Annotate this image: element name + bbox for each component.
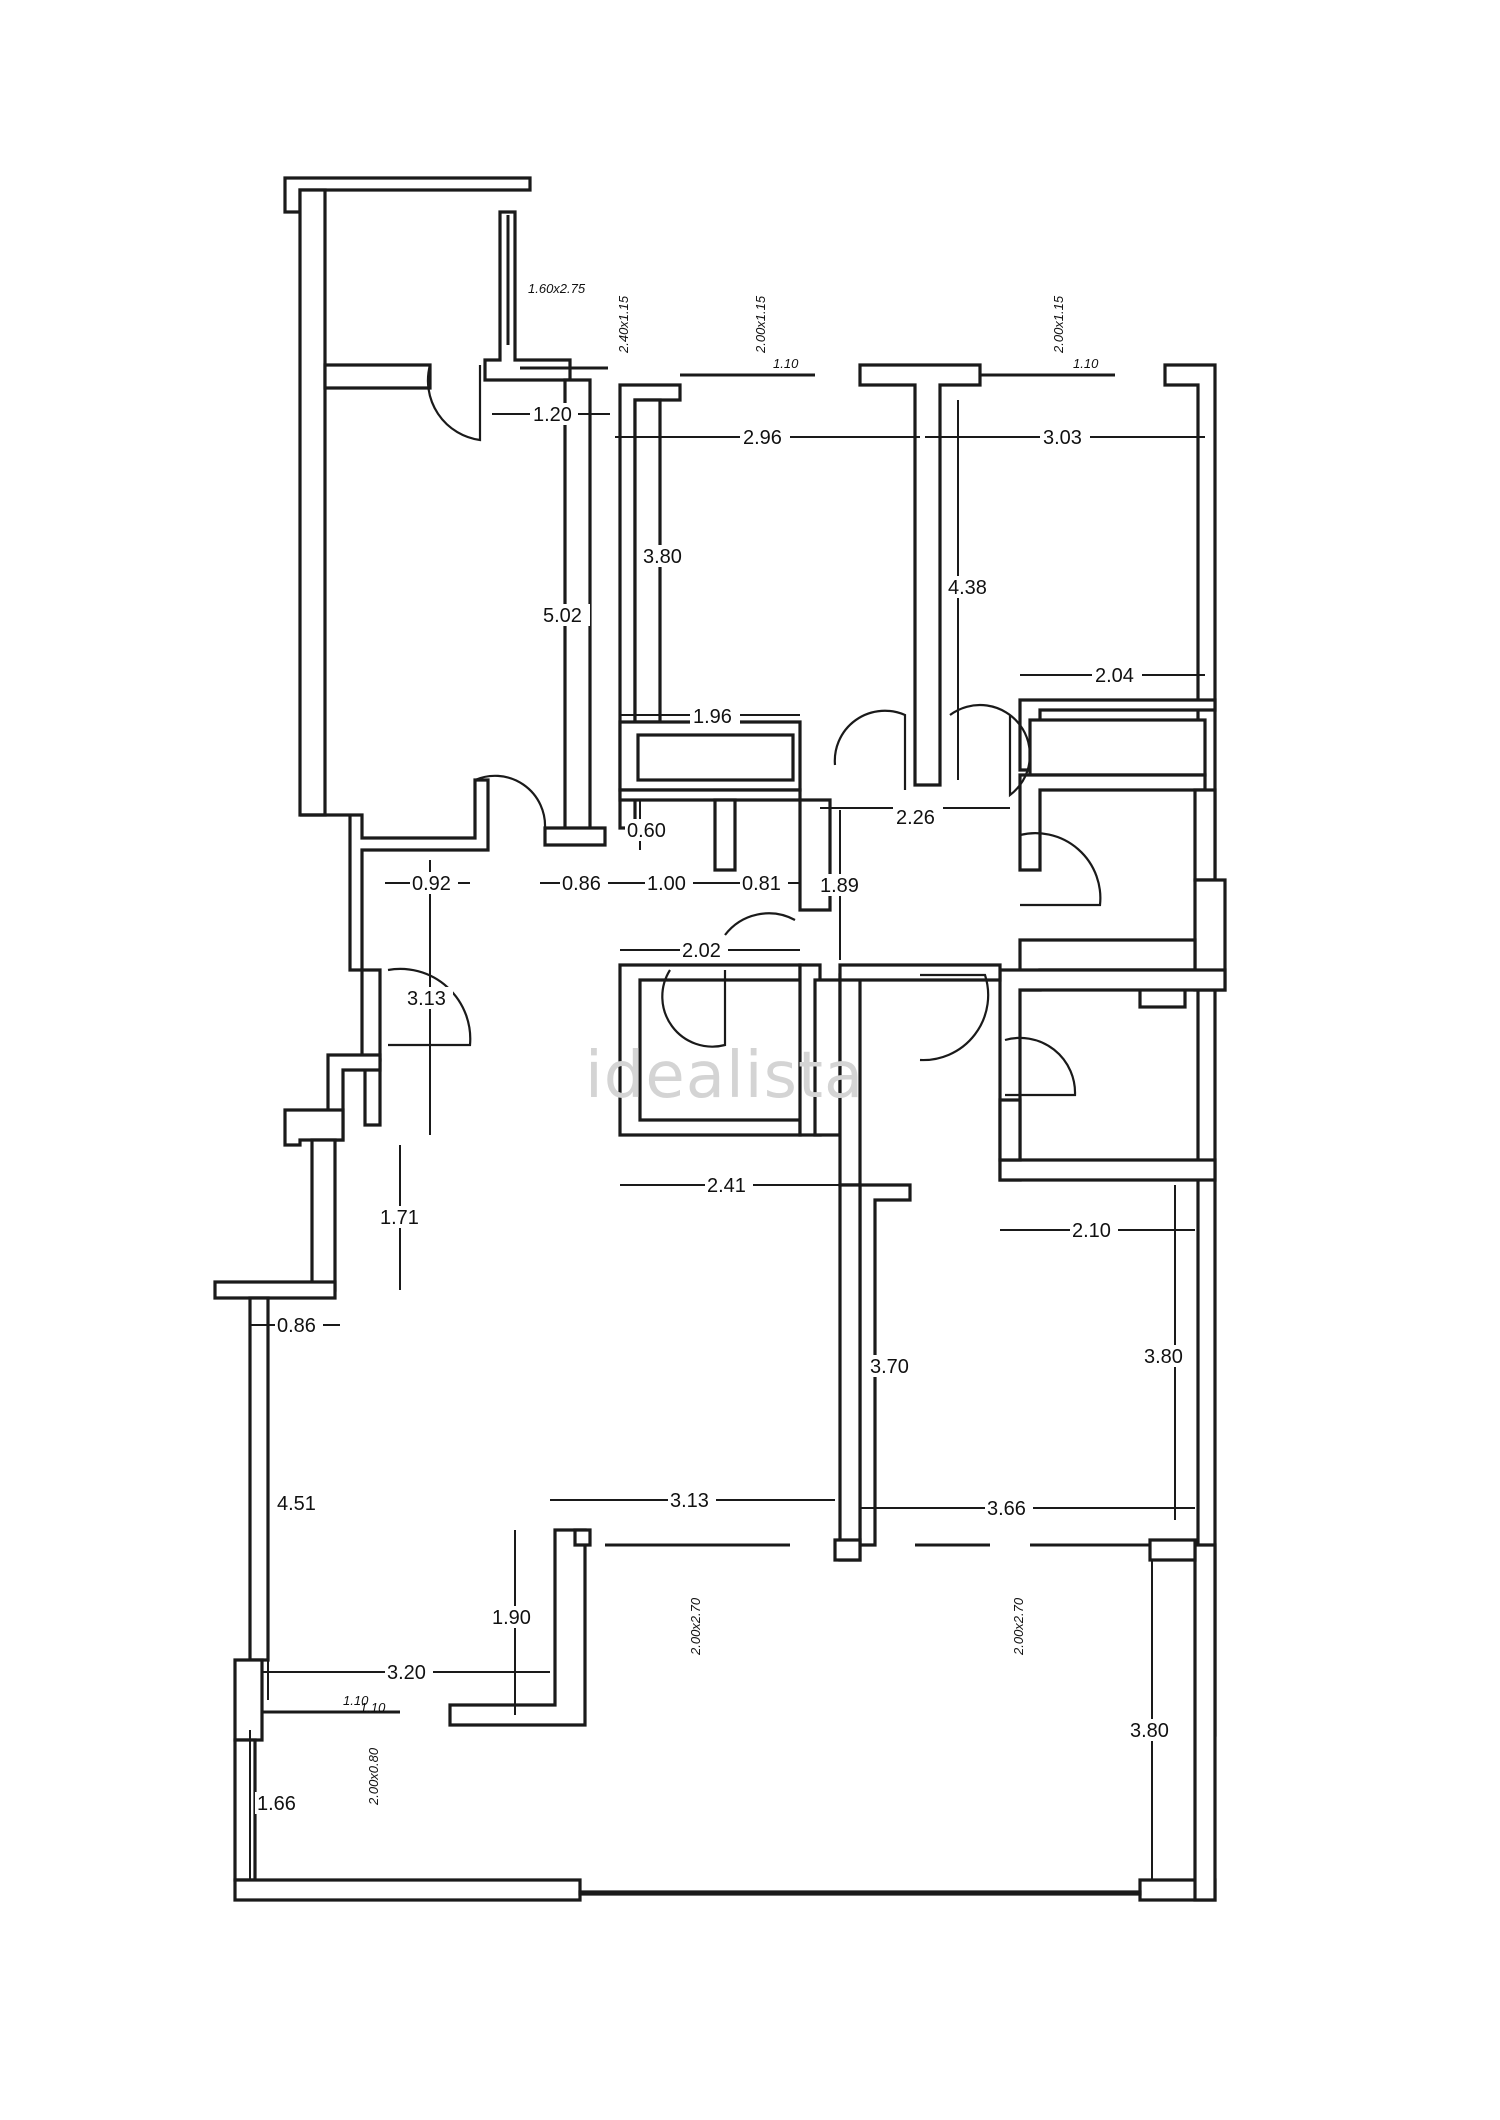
dim-label: 0.60 — [627, 820, 666, 842]
window-note: 2.00x2.70 — [688, 1597, 703, 1656]
dim-label: 0.86 — [562, 873, 601, 895]
wall-living-left — [248, 1296, 270, 1662]
wall-terrace-bottom — [233, 1878, 582, 1902]
wall-entry-step-1 — [360, 968, 382, 1062]
dim-label: 1.20 — [533, 404, 572, 426]
wall-top-mid — [858, 363, 982, 787]
window-note: 2.00x2.70 — [1011, 1597, 1026, 1656]
window-notes: 1.60x2.75 2.40x1.15 2.00x1.15 1.10 2.00x… — [343, 281, 1099, 1806]
dim-label: 3.80 — [643, 546, 682, 568]
wall-terrace-bottom-line — [578, 1890, 1142, 1896]
door-bathroom2 — [1004, 1036, 1077, 1097]
door-balcony — [426, 364, 482, 442]
wall-entry-step-4 — [283, 1108, 345, 1147]
door-bedroom3 — [1019, 832, 1102, 907]
dimension-labels: 1.20 2.96 3.03 3.80 5.02 4.38 2.04 1.96 … — [255, 403, 1190, 1815]
dim-label: 4.38 — [948, 577, 987, 599]
wall-left-room-top — [323, 363, 432, 390]
dim-label: 2.10 — [1072, 1220, 1111, 1242]
wall-bathroom-top — [1018, 773, 1207, 872]
wall-terrace-right — [1193, 1543, 1217, 1902]
door-room1 — [474, 774, 547, 829]
dim-label: 2.26 — [896, 807, 935, 829]
dim-label: 0.86 — [277, 1315, 316, 1337]
wall-pillar-top — [573, 1528, 592, 1547]
window-note: 2.40x1.15 — [616, 295, 631, 354]
dim-label: 1.71 — [380, 1207, 419, 1229]
dim-label: 3.13 — [407, 988, 446, 1010]
dim-label: 2.96 — [743, 427, 782, 449]
dim-label: 2.02 — [682, 940, 721, 962]
wall-centre-bottom — [833, 1538, 862, 1562]
window-note: 1.10 — [773, 356, 799, 371]
wall-room2-bottom-small — [618, 788, 802, 802]
window-note: 1.10 — [360, 1700, 386, 1715]
wall-right-bottom — [1148, 1538, 1197, 1562]
wall-bedroom3-closet — [1028, 718, 1207, 777]
door-small-room — [724, 912, 796, 936]
wall-top-right — [1163, 363, 1217, 1737]
dim-label: 1.96 — [693, 706, 732, 728]
window-note: 2.00x1.15 — [753, 295, 768, 354]
wall-wc-divider — [713, 798, 737, 872]
window-note: 1.60x2.75 — [528, 281, 586, 296]
dim-label: 3.20 — [387, 1662, 426, 1684]
door-wc — [661, 969, 727, 1048]
wall-bathroom2-top — [998, 968, 1227, 1182]
wall-entry-step-6 — [213, 1280, 337, 1300]
dim-label: 1.66 — [257, 1793, 296, 1815]
dim-label: 5.02 — [543, 605, 582, 627]
dim-label: 3.80 — [1144, 1346, 1183, 1368]
door-corridor — [919, 973, 990, 1062]
wall-bathroom2-bottom — [998, 1158, 1217, 1182]
dim-label: 2.04 — [1095, 665, 1134, 687]
windows — [262, 215, 1150, 1714]
wall-entry-step-5 — [310, 1138, 337, 1292]
dim-label: 3.80 — [1130, 1720, 1169, 1742]
wall-corridor-top — [838, 963, 1002, 982]
wall-room1-bottom-right — [543, 826, 607, 847]
dim-label: 2.41 — [707, 1175, 746, 1197]
dim-label: 0.92 — [412, 873, 451, 895]
door-room3 — [949, 703, 1032, 798]
dim-label: 3.03 — [1043, 427, 1082, 449]
dim-label: 1.00 — [647, 873, 686, 895]
window-note: 1.10 — [1073, 356, 1099, 371]
watermark: idealista — [585, 1039, 864, 1113]
dim-label: 3.70 — [870, 1356, 909, 1378]
dim-label: 4.51 — [277, 1493, 316, 1515]
dimension-lines — [249, 400, 1205, 1880]
window-note: 1.10 — [343, 1693, 369, 1708]
dim-label: 3.66 — [987, 1498, 1026, 1520]
wall-bathroom-right — [1193, 788, 1217, 882]
dim-label: 3.13 — [670, 1490, 709, 1512]
wall-living-left-low — [233, 1658, 264, 1742]
dim-label: 1.90 — [492, 1607, 531, 1629]
wall-closet-top — [483, 210, 572, 382]
wall-bathroom2-inner — [998, 1098, 1022, 1162]
window-note: 2.00x0.80 — [366, 1747, 381, 1806]
dim-label: 0.81 — [742, 873, 781, 895]
wall-living-left-bottom — [233, 1738, 257, 1882]
wall-room4-left — [838, 1183, 862, 1562]
window-note: 2.00x1.15 — [1051, 295, 1066, 354]
wall-left-upper — [298, 188, 327, 817]
dim-label: 1.89 — [820, 875, 859, 897]
wall-closet-strip — [636, 733, 795, 782]
door-room2 — [833, 709, 907, 790]
wall-room1-bottom — [300, 778, 490, 972]
